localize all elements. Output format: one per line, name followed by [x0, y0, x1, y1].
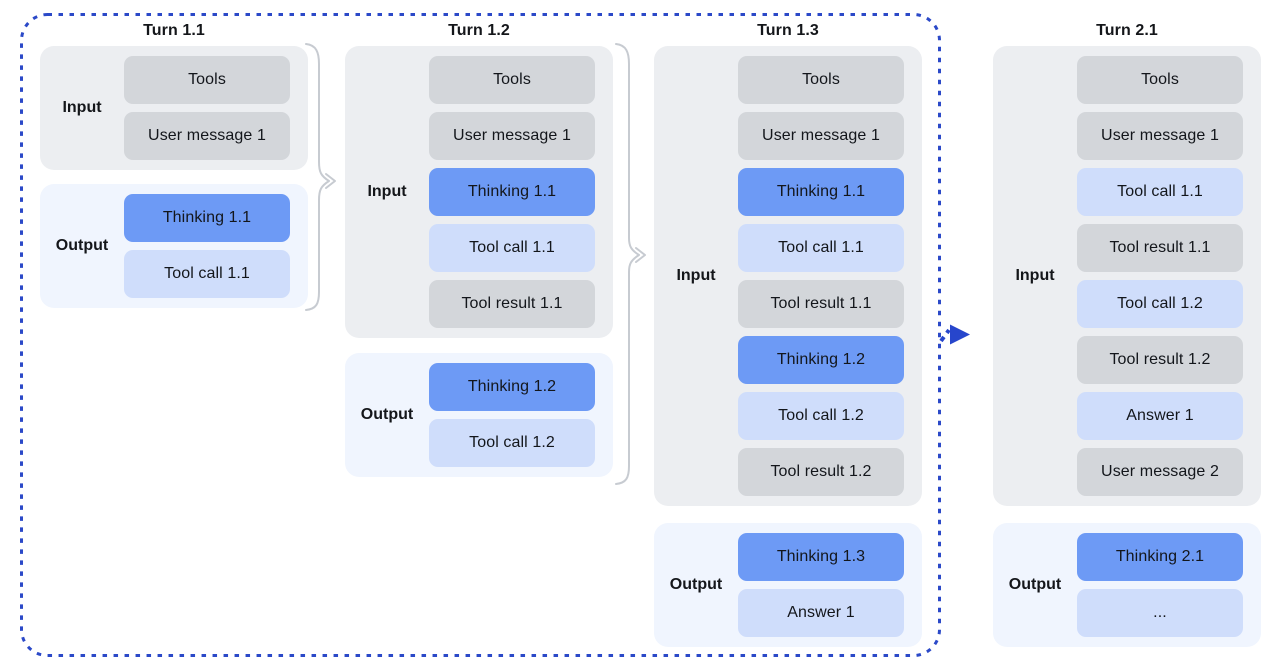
- block-user-message-1: User message 1: [738, 112, 904, 160]
- turn-title: Turn 2.1: [1096, 22, 1158, 39]
- output-panel: Output Thinking 1.1 Tool call 1.1: [40, 184, 308, 308]
- block-tool-result-1-1: Tool result 1.1: [738, 280, 904, 328]
- block-tool-call-1-1: Tool call 1.1: [738, 224, 904, 272]
- carryover-bracket-2: [615, 43, 646, 485]
- output-panel: Output Thinking 1.2 Tool call 1.2: [345, 353, 613, 477]
- block-thinking-1-2: Thinking 1.2: [429, 363, 595, 411]
- input-blocks: Tools User message 1 Thinking 1.1 Tool c…: [429, 56, 595, 328]
- block-answer-1: Answer 1: [738, 589, 904, 637]
- block-ellipsis: ...: [1077, 589, 1243, 637]
- block-tool-result-1-2: Tool result 1.2: [1077, 336, 1243, 384]
- block-user-message-1: User message 1: [429, 112, 595, 160]
- output-label: Output: [360, 406, 414, 423]
- block-thinking-1-3: Thinking 1.3: [738, 533, 904, 581]
- input-blocks: Tools User message 1: [124, 56, 290, 160]
- block-tool-call-1-1: Tool call 1.1: [124, 250, 290, 298]
- input-panel: Input Tools User message 1 Thinking 1.1 …: [654, 46, 922, 506]
- block-user-message-1: User message 1: [1077, 112, 1243, 160]
- output-panel: Output Thinking 1.3 Answer 1: [654, 523, 922, 647]
- block-user-message-2: User message 2: [1077, 448, 1243, 496]
- input-label: Input: [676, 267, 716, 284]
- input-panel: Input Tools User message 1: [40, 46, 308, 170]
- block-tool-call-1-2: Tool call 1.2: [429, 419, 595, 467]
- output-blocks: Thinking 2.1 ...: [1077, 533, 1243, 637]
- output-label: Output: [1008, 576, 1062, 593]
- turn-title: Turn 1.1: [143, 22, 205, 39]
- input-panel: Input Tools User message 1 Tool call 1.1…: [993, 46, 1261, 506]
- block-tool-result-1-2: Tool result 1.2: [738, 448, 904, 496]
- input-label: Input: [1015, 267, 1055, 284]
- turn-title: Turn 1.2: [448, 22, 510, 39]
- block-tool-call-1-2: Tool call 1.2: [1077, 280, 1243, 328]
- block-thinking-1-2: Thinking 1.2: [738, 336, 904, 384]
- turn-title: Turn 1.3: [757, 22, 819, 39]
- input-blocks: Tools User message 1 Thinking 1.1 Tool c…: [738, 56, 904, 496]
- block-answer-1: Answer 1: [1077, 392, 1243, 440]
- input-blocks: Tools User message 1 Tool call 1.1 Tool …: [1077, 56, 1243, 496]
- next-turn-arrow: [939, 324, 970, 345]
- block-thinking-1-1: Thinking 1.1: [124, 194, 290, 242]
- block-user-message-1: User message 1: [124, 112, 290, 160]
- block-tools: Tools: [429, 56, 595, 104]
- block-tools: Tools: [738, 56, 904, 104]
- output-blocks: Thinking 1.2 Tool call 1.2: [429, 363, 595, 467]
- output-blocks: Thinking 1.3 Answer 1: [738, 533, 904, 637]
- block-tool-call-1-1: Tool call 1.1: [429, 224, 595, 272]
- block-tool-call-1-1: Tool call 1.1: [1077, 168, 1243, 216]
- block-tool-result-1-1: Tool result 1.1: [429, 280, 595, 328]
- block-tools: Tools: [1077, 56, 1243, 104]
- block-tools: Tools: [124, 56, 290, 104]
- carryover-bracket-1: [305, 43, 336, 311]
- block-thinking-1-1: Thinking 1.1: [429, 168, 595, 216]
- input-label: Input: [62, 99, 102, 116]
- input-panel: Input Tools User message 1 Thinking 1.1 …: [345, 46, 613, 338]
- input-label: Input: [367, 183, 407, 200]
- output-label: Output: [669, 576, 723, 593]
- block-tool-call-1-2: Tool call 1.2: [738, 392, 904, 440]
- output-blocks: Thinking 1.1 Tool call 1.1: [124, 194, 290, 298]
- block-thinking-2-1: Thinking 2.1: [1077, 533, 1243, 581]
- output-panel: Output Thinking 2.1 ...: [993, 523, 1261, 647]
- output-label: Output: [55, 237, 109, 254]
- block-tool-result-1-1: Tool result 1.1: [1077, 224, 1243, 272]
- block-thinking-1-1: Thinking 1.1: [738, 168, 904, 216]
